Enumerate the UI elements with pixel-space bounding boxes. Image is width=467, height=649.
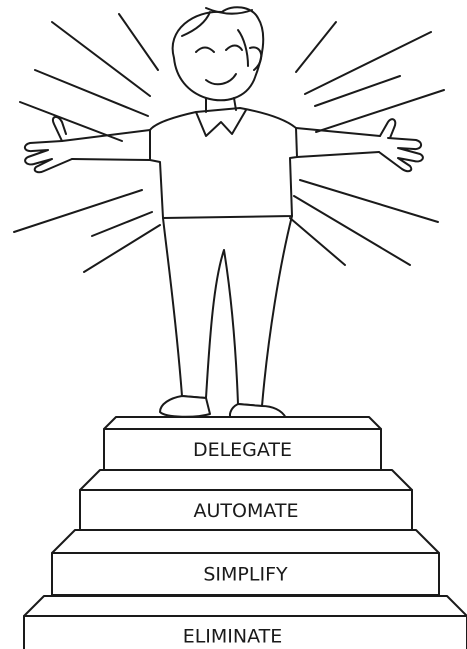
step-top-surface [80, 470, 412, 490]
step-2: AUTOMATE [80, 470, 412, 531]
step-top-surface [104, 417, 381, 429]
step-top-surface [24, 596, 467, 616]
step-label: AUTOMATE [194, 500, 299, 522]
radiance-lines-icon [14, 14, 444, 272]
person-on-podium-icon [25, 7, 423, 423]
step-label: ELIMINATE [183, 626, 283, 648]
step-4: ELIMINATE [24, 596, 467, 649]
step-3: SIMPLIFY [52, 530, 439, 595]
step-label: SIMPLIFY [203, 564, 288, 586]
steps-stack: DELEGATE AUTOMATE SIMPLIFY ELIMINATE [24, 417, 467, 649]
step-top-surface [52, 530, 439, 553]
step-label: DELEGATE [193, 439, 292, 461]
step-1: DELEGATE [104, 417, 381, 470]
